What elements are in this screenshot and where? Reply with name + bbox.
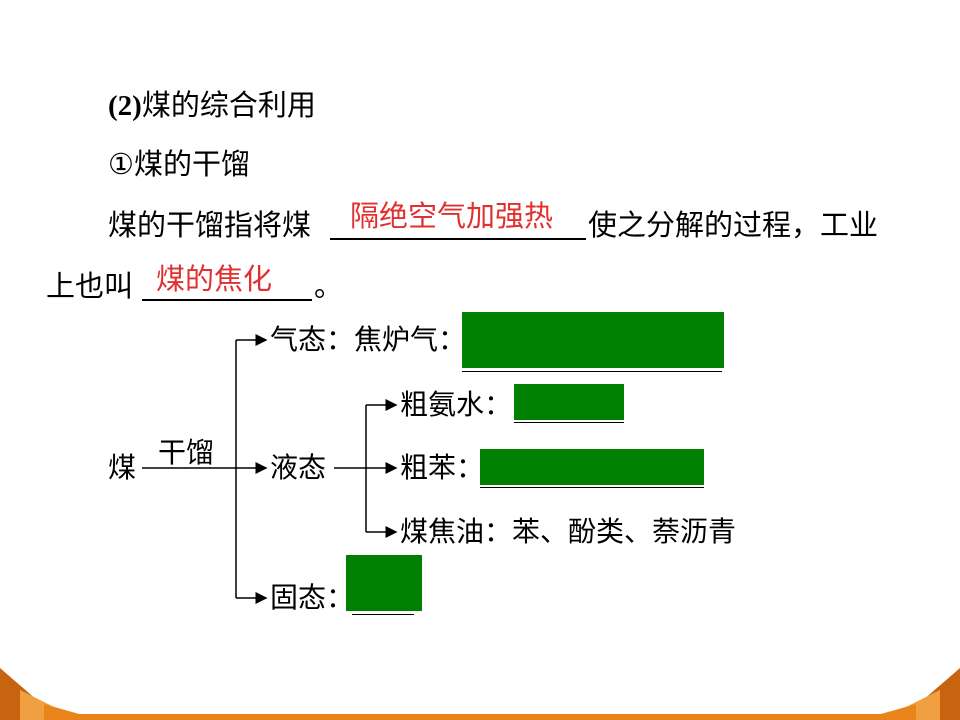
answer-blank-1 (330, 238, 586, 240)
solid-answer-blank (352, 614, 414, 615)
solid-label: 固态： (270, 581, 354, 615)
liquid-label: 液态 (270, 451, 327, 484)
ammonia-label: 粗氨水： (400, 388, 512, 422)
coal-tar-products: 苯、酚类、萘沥青 (512, 515, 737, 548)
gas-state: 气态 (270, 323, 327, 356)
benzene-colon: ： (456, 451, 485, 484)
process-label: 干馏 (158, 436, 215, 469)
ammonia-answer-blank (514, 422, 624, 423)
section-number: (2) (108, 90, 142, 122)
gas-answer-blank (462, 371, 722, 372)
footer-decoration (0, 668, 960, 720)
right-triangle-orange (860, 704, 916, 720)
subheading: ①煤的干馏 (108, 147, 250, 181)
benzene-label: 粗苯： (400, 451, 484, 485)
gas-product-colon: ： (438, 323, 467, 356)
answer-blank-2 (142, 299, 312, 301)
benzene-text: 粗苯 (400, 451, 457, 484)
coal-tar-text: 煤焦油 (400, 515, 485, 548)
solid-answer-cover (346, 555, 422, 611)
coal-tar-label: 煤焦油：苯、酚类、萘沥青 (400, 515, 736, 549)
definition-line2-after: 。 (314, 269, 344, 303)
coal-tar-colon: ： (484, 515, 513, 548)
ammonia-answer-cover (514, 384, 624, 420)
definition-line1-after: 使之分解的过程，工业 (588, 208, 879, 242)
gas-answer-cover (462, 312, 724, 368)
gas-colon: ： (326, 323, 355, 356)
ammonia-text: 粗氨水 (400, 388, 485, 421)
coal-label: 煤 (108, 451, 137, 484)
left-triangle-orange (44, 704, 100, 720)
gas-label: 气态：焦炉气： (270, 323, 466, 357)
ammonia-colon: ： (484, 388, 513, 421)
definition-line1-before: 煤的干馏指将煤 (108, 208, 312, 242)
section-heading: (2)煤的综合利用 (108, 87, 316, 124)
gas-product: 焦炉气 (354, 323, 439, 356)
answer-text-2: 煤的焦化 (156, 262, 273, 296)
benzene-answer-cover (480, 449, 704, 485)
answer-text-1: 隔绝空气加强热 (350, 199, 554, 233)
benzene-answer-blank (480, 487, 704, 488)
section-title: 煤的综合利用 (141, 88, 316, 122)
definition-line2-before: 上也叫 (46, 269, 134, 303)
solid-state: 固态 (270, 581, 327, 614)
